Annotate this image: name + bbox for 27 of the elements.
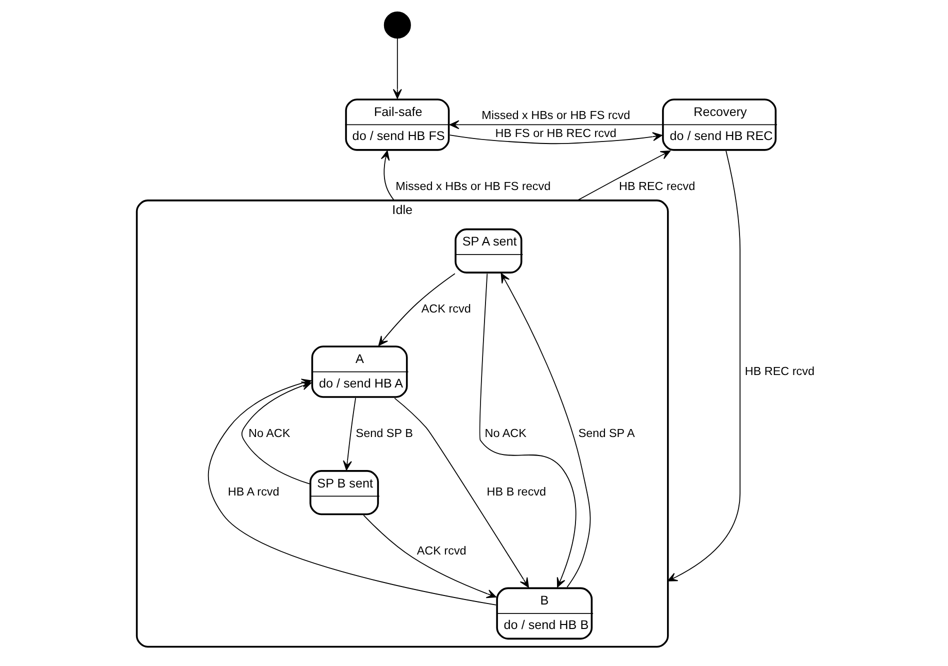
arrow bbox=[380, 150, 394, 201]
arrow bbox=[378, 273, 455, 346]
arrow bbox=[478, 273, 576, 588]
node-circle bbox=[383, 12, 410, 39]
arrow bbox=[392, 38, 402, 99]
arrow bbox=[394, 398, 528, 588]
edge-label: Send SP A bbox=[578, 427, 634, 440]
arrow bbox=[666, 150, 740, 582]
arrow bbox=[500, 273, 590, 588]
edge-label: HB FS or HB REC rcvd bbox=[494, 126, 616, 140]
arrow bbox=[362, 514, 496, 598]
edge-label: No ACK bbox=[248, 427, 290, 440]
arrow bbox=[576, 150, 670, 201]
edge-label: ACK rcvd bbox=[420, 302, 470, 316]
edge-label: Missed x HBs or HB FS recvd bbox=[395, 180, 550, 193]
edge-label: No ACK bbox=[484, 427, 526, 440]
arrow bbox=[240, 381, 312, 484]
edge-label: HB A rcvd bbox=[227, 486, 279, 499]
edge-label: ACK rcvd bbox=[416, 544, 466, 558]
edge-label: HB B recvd bbox=[486, 486, 546, 499]
edge-label: Send SP B bbox=[355, 427, 412, 440]
arrow bbox=[448, 120, 662, 130]
edge-label: Missed x HBs or HB FS rcvd bbox=[481, 108, 630, 122]
edge-label: HB REC recvd bbox=[618, 180, 695, 193]
arrow bbox=[342, 398, 356, 470]
edge-label: HB REC rcvd bbox=[744, 364, 814, 378]
arrow bbox=[448, 132, 662, 144]
